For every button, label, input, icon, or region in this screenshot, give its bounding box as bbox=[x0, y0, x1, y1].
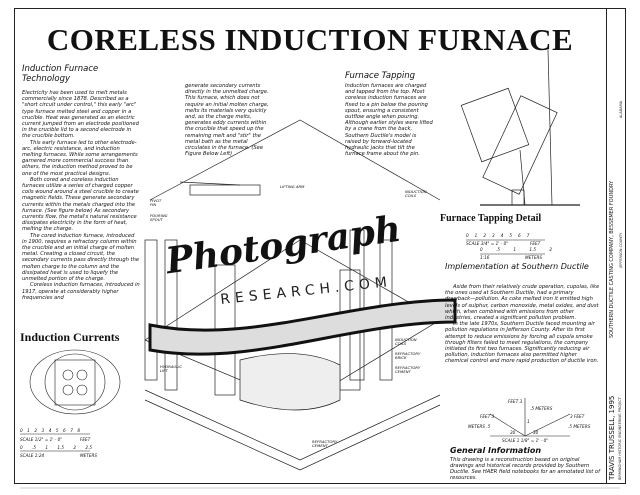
title-block: TRAVIS TRUSSELL, 1995 BIRMINGHAM HISTORI… bbox=[606, 8, 627, 484]
callout-refractory-cement: REFRACTORY CEMENT bbox=[395, 365, 421, 375]
paragraph: Both cored and coreless induction furnac… bbox=[22, 176, 139, 233]
tapping-detail-heading: Furnace Tapping Detail bbox=[440, 213, 542, 224]
callout-hydraulic-lift: HYDRAULIC LIFT bbox=[160, 364, 182, 374]
currents-scale-feet: SCALE 1/2" = 1' - 0" bbox=[20, 437, 63, 442]
drawing-title: CORELESS INDUCTION FURNACE bbox=[46, 22, 574, 57]
location: JEFFERSON COUNTY bbox=[619, 232, 623, 268]
currents-scale-meters: SCALE 1:24 bbox=[20, 453, 45, 458]
callout-lifting-arm: LIFTING ARM bbox=[280, 184, 305, 189]
furnace-isometric bbox=[144, 119, 441, 471]
tapping-scale-feet: SCALE 3/4" = 1' - 0" bbox=[466, 241, 509, 246]
currents-feet-label: FEET bbox=[80, 437, 91, 442]
tapping-heading: Furnace Tapping bbox=[345, 71, 416, 81]
scale-bars bbox=[466, 239, 571, 437]
tapping-meter-ticks: 0 .5 1 1.5 2 bbox=[480, 247, 553, 252]
callout-induction-coils: INDUCTION COILS bbox=[405, 189, 427, 199]
implementation-text: Aside from their relatively crude operat… bbox=[445, 284, 600, 365]
technology-heading: Induction Furnace Technology bbox=[22, 64, 99, 84]
iso-feet-left: FEET 3 bbox=[480, 414, 495, 419]
callout-refractory-cement-2: REFRACTORY CEMENT bbox=[312, 439, 338, 449]
tapping-detail-drawing bbox=[460, 49, 580, 206]
tapping-meter-label: METERS bbox=[525, 255, 543, 260]
technology-text: Electricity has been used to melt metals… bbox=[22, 90, 140, 301]
currents-feet-ticks: 012345678 bbox=[20, 428, 85, 433]
iso-scale-label: SCALE 1 1/8" = 1' - 0" bbox=[502, 438, 549, 443]
iso-one: 1 bbox=[527, 419, 530, 424]
iso-meters-right: .5 METERS bbox=[568, 424, 591, 429]
paragraph: The cored induction furnace, introduced … bbox=[22, 232, 140, 283]
iso-angle-right: 30 bbox=[533, 430, 539, 435]
iso-feet-right: 3 FEET bbox=[570, 414, 585, 419]
implementation-heading: Implementation at Southern Ductile bbox=[445, 262, 589, 271]
iso-meters-left: METERS .5 bbox=[468, 424, 491, 429]
tapping-feet-label: FEET bbox=[530, 241, 541, 246]
paragraph: This early furnace led to other electrod… bbox=[22, 139, 138, 177]
paragraph: Coreless induction furnaces, introduced … bbox=[22, 282, 140, 301]
project-name: BIRMINGHAM HISTORIC ENGINEERING PROJECT bbox=[618, 397, 622, 480]
site-name: SOUTHERN DUCTILE CASTING COMPANY, BESSEM… bbox=[609, 180, 615, 338]
technology-continuation: generate secondary currents directly in … bbox=[185, 83, 269, 158]
state: ALABAMA bbox=[619, 100, 623, 118]
currents-meter-ticks: 0 .5 1 1.5 2 2.5 bbox=[20, 445, 93, 450]
tapping-text: Induction furnaces are charged and tappe… bbox=[345, 83, 433, 158]
callout-pivot-pin: PIVOT PIN bbox=[150, 198, 162, 208]
film-strip-watermark bbox=[148, 298, 457, 356]
paragraph: Electricity has been used to melt metals… bbox=[22, 90, 139, 140]
induction-currents-diagram bbox=[20, 349, 121, 452]
currents-heading: Induction Currents bbox=[20, 330, 120, 344]
paragraph: Aside from their relatively crude operat… bbox=[445, 284, 600, 322]
delineator: TRAVIS TRUSSELL, 1995 bbox=[608, 395, 616, 480]
tapping-feet-ticks: 01234567 bbox=[466, 233, 536, 238]
iso-meters-top: .5 METERS bbox=[530, 406, 553, 411]
callout-induction-coils-2: INDUCTION COILS bbox=[395, 337, 417, 347]
callout-refractory-brick: REFRACTORY BRICK bbox=[395, 351, 421, 361]
tapping-meter-scale: 1:16 bbox=[480, 255, 490, 260]
iso-feet-top: FEET 3 bbox=[508, 399, 523, 404]
callout-pouring-spout: POURING SPOUT bbox=[150, 213, 168, 223]
drawing-border bbox=[14, 8, 626, 484]
general-heading: General Information bbox=[450, 446, 542, 455]
iso-angle-left: 30 bbox=[510, 430, 516, 435]
paragraph: In the late 1970s, Southern Ductile face… bbox=[445, 321, 599, 365]
general-text: This drawing is a reconstruction based o… bbox=[450, 457, 600, 481]
currents-meters-label: METERS bbox=[80, 453, 98, 458]
